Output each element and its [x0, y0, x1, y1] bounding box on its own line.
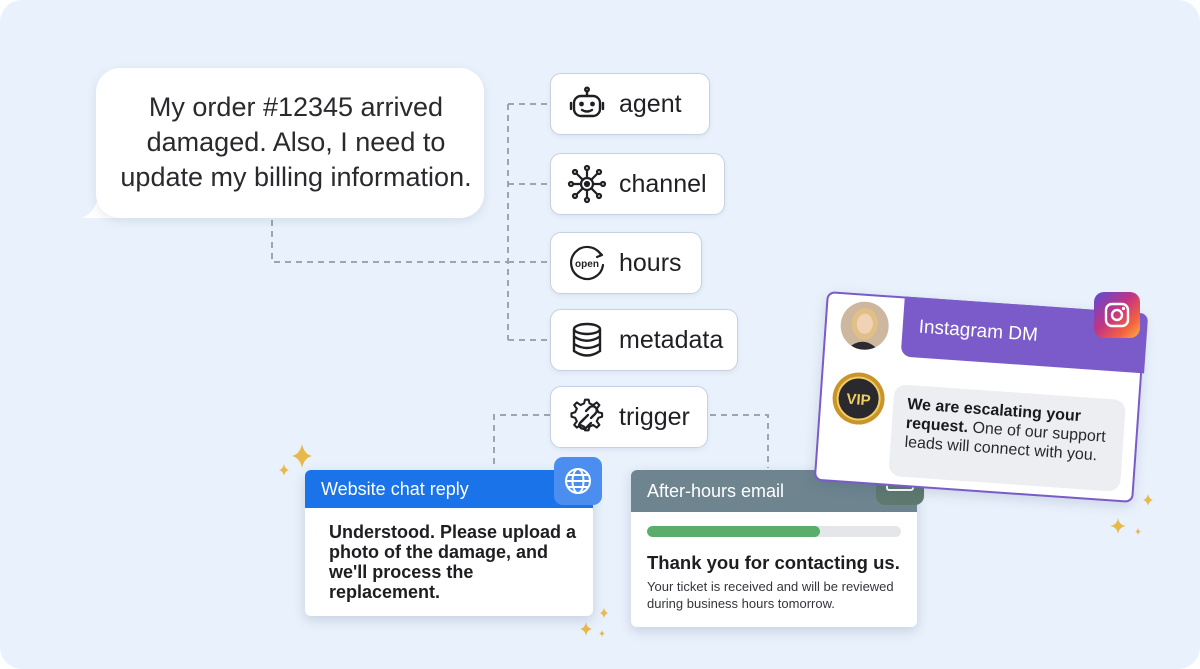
chip-label: hours — [619, 248, 682, 277]
instagram-message: We are escalating your request. One of o… — [888, 384, 1127, 492]
email-progress-fill — [647, 526, 820, 537]
globe-icon — [554, 457, 602, 505]
email-header: After-hours email — [631, 470, 917, 512]
website-chat-message: Understood. Please upload a photo of the… — [329, 522, 577, 602]
database-icon — [572, 322, 602, 357]
chip-channel[interactable]: channel — [550, 153, 725, 215]
website-chat-title: Website chat reply — [321, 478, 469, 499]
avatar — [839, 300, 891, 352]
customer-message-bubble: My order #12345 arrived damaged. Also, I… — [96, 68, 484, 218]
customer-message-line: damaged. Also, I need to — [146, 127, 446, 157]
vip-badge: VIP — [832, 372, 885, 425]
chip-metadata[interactable]: metadata — [550, 309, 738, 371]
website-chat-card: Website chat reply Understood. Please up… — [305, 470, 593, 616]
chip-hours[interactable]: open hours — [550, 232, 702, 294]
customer-message-line: My order #12345 arrived — [148, 92, 444, 122]
customer-message-text: My order #12345 arrived damaged. Also, I… — [116, 90, 476, 195]
sparkle-icon — [580, 608, 608, 637]
network-hub-icon — [567, 164, 607, 204]
chip-label: metadata — [619, 325, 724, 354]
instagram-icon — [1094, 292, 1140, 338]
gear-link-icon — [570, 398, 604, 432]
email-body: Your ticket is received and will be revi… — [647, 579, 894, 611]
chip-trigger[interactable]: trigger — [550, 386, 708, 448]
sparkle-icon — [1110, 494, 1153, 535]
chip-label: channel — [619, 169, 707, 198]
vip-badge-text: VIP — [846, 391, 871, 410]
chip-label: trigger — [619, 402, 690, 431]
email-progress-bar — [647, 526, 901, 537]
chip-agent[interactable]: agent — [550, 73, 710, 135]
instagram-dm-card: Instagram DM VIP We are escalating your … — [813, 291, 1149, 503]
chip-label: agent — [619, 89, 682, 118]
open-sign-icon: open — [570, 245, 605, 281]
sparkle-icon — [279, 444, 312, 476]
open-sign-text: open — [575, 259, 599, 270]
email-heading: Thank you for contacting us. — [647, 552, 900, 573]
website-chat-header: Website chat reply — [305, 470, 593, 508]
after-hours-email-card: After-hours email Thank you for contacti… — [631, 470, 917, 627]
email-title: After-hours email — [647, 480, 785, 501]
robot-icon — [569, 86, 605, 118]
instagram-title: Instagram DM — [917, 316, 1039, 346]
customer-message-line: update my billing information. — [120, 162, 472, 192]
